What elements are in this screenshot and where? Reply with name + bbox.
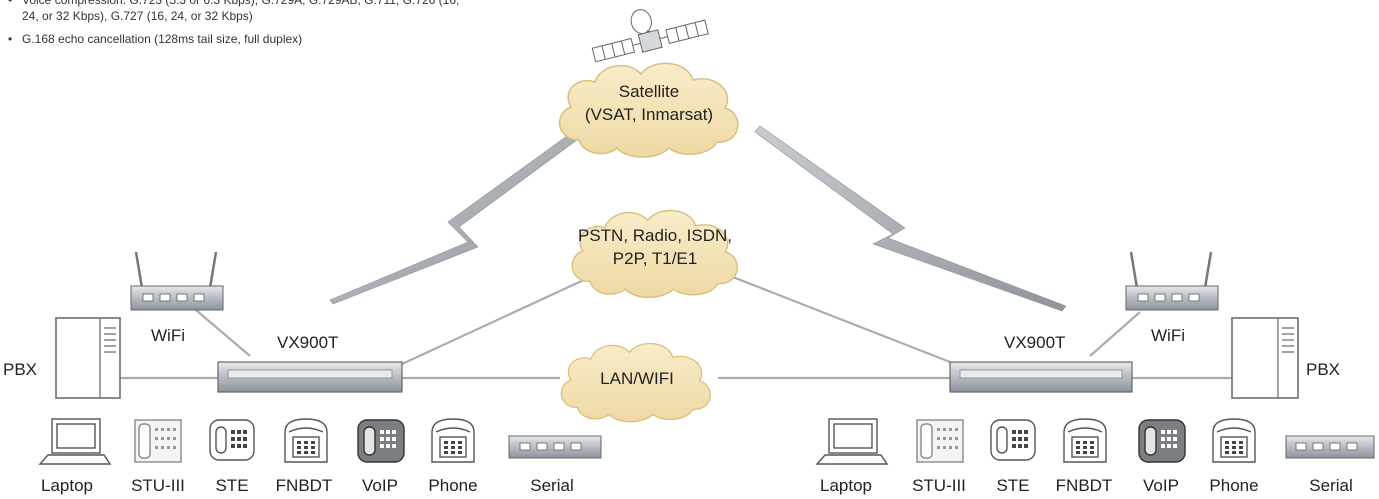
- device-label-stu-iii: STU-III: [131, 476, 185, 495]
- pbx-right: [1231, 317, 1299, 399]
- ste-icon: [209, 419, 255, 461]
- device-label-laptop: Laptop: [820, 476, 872, 495]
- device-label-fnbdt: FNBDT: [276, 476, 333, 495]
- link-wifi-right: [1089, 311, 1141, 357]
- cloud-satellite: Satellite (VSAT, Inmarsat): [558, 62, 739, 158]
- device-label-serial: Serial: [530, 476, 573, 495]
- serial-device-icon: [1285, 435, 1375, 459]
- vx900t-router-left: [217, 361, 403, 393]
- device-label-stu-iii: STU-III: [912, 476, 966, 495]
- wifi-access-point-right: [1125, 251, 1219, 311]
- pbx-left: [55, 317, 121, 399]
- device-label-laptop: Laptop: [41, 476, 93, 495]
- device-row-right: Laptop STU-III STE FNBDT VoIP Phone Seri…: [815, 418, 1375, 495]
- vx900t-right-label: VX900T: [1004, 333, 1065, 352]
- satellite-bolt-right: [754, 125, 1067, 312]
- link-pstn-router-right: [719, 270, 951, 364]
- fnbdt-phone-icon: [284, 418, 328, 463]
- bullet-echo-cancellation: • G.168 echo cancellation (128ms tail si…: [6, 31, 476, 47]
- bullet-text: Voice compression: G.723 (5.3 or 6.3 Kbp…: [22, 0, 460, 23]
- wifi-right-label: WiFi: [1151, 326, 1185, 345]
- cloud-pstn: PSTN, Radio, ISDN, P2P, T1/E1: [571, 209, 739, 299]
- cloud-lan-label: LAN/WIFI: [600, 369, 674, 388]
- phone-icon: [1212, 418, 1256, 463]
- vx900t-router-right: [949, 361, 1133, 393]
- link-router-left-pstn: [401, 277, 589, 365]
- laptop-icon: [38, 418, 112, 465]
- ste-icon: [990, 419, 1036, 461]
- cloud-lan: LAN/WIFI: [560, 342, 712, 423]
- device-label-phone: Phone: [428, 476, 477, 495]
- satellite-icon: [591, 9, 709, 63]
- device-label-fnbdt: FNBDT: [1056, 476, 1113, 495]
- cloud-satellite-line1: Satellite: [619, 82, 679, 101]
- link-wifi-left: [195, 309, 251, 357]
- feature-bullet-list: • Voice compression: G.723 (5.3 or 6.3 K…: [6, 0, 476, 54]
- satellite-bolt-left: [329, 127, 586, 305]
- cloud-pstn-line1: PSTN, Radio, ISDN,: [578, 226, 732, 245]
- voip-phone-icon: [1138, 419, 1186, 463]
- bullet-text: G.168 echo cancellation (128ms tail size…: [22, 32, 303, 46]
- network-links: [120, 270, 1232, 380]
- bullet-voice-compression: • Voice compression: G.723 (5.3 or 6.3 K…: [6, 0, 476, 24]
- device-label-voip: VoIP: [1143, 476, 1179, 495]
- device-label-voip: VoIP: [362, 476, 398, 495]
- device-label-phone: Phone: [1209, 476, 1258, 495]
- vx900t-left-label: VX900T: [277, 333, 338, 352]
- wifi-access-point-left: [130, 251, 224, 311]
- device-label-serial: Serial: [1309, 476, 1352, 495]
- voip-phone-icon: [357, 419, 405, 463]
- stu-iii-icon: [134, 419, 182, 463]
- stu-iii-icon: [916, 419, 964, 463]
- bullet-dot: •: [8, 32, 13, 46]
- device-label-ste: STE: [996, 476, 1029, 495]
- fnbdt-phone-icon: [1063, 418, 1107, 463]
- cloud-satellite-line2: (VSAT, Inmarsat): [585, 105, 713, 124]
- device-label-ste: STE: [215, 476, 248, 495]
- serial-device-icon: [508, 435, 602, 459]
- cloud-pstn-line2: P2P, T1/E1: [613, 249, 697, 268]
- device-row-left: Laptop STU-III STE FNBDT VoIP Phone Seri…: [38, 418, 602, 495]
- laptop-icon: [815, 418, 889, 465]
- wifi-left-label: WiFi: [151, 326, 185, 345]
- pbx-right-label: PBX: [1306, 360, 1340, 379]
- phone-icon: [431, 418, 475, 463]
- bullet-dot: •: [8, 0, 13, 7]
- satellite-links: [329, 125, 1067, 312]
- pbx-left-label: PBX: [3, 360, 37, 379]
